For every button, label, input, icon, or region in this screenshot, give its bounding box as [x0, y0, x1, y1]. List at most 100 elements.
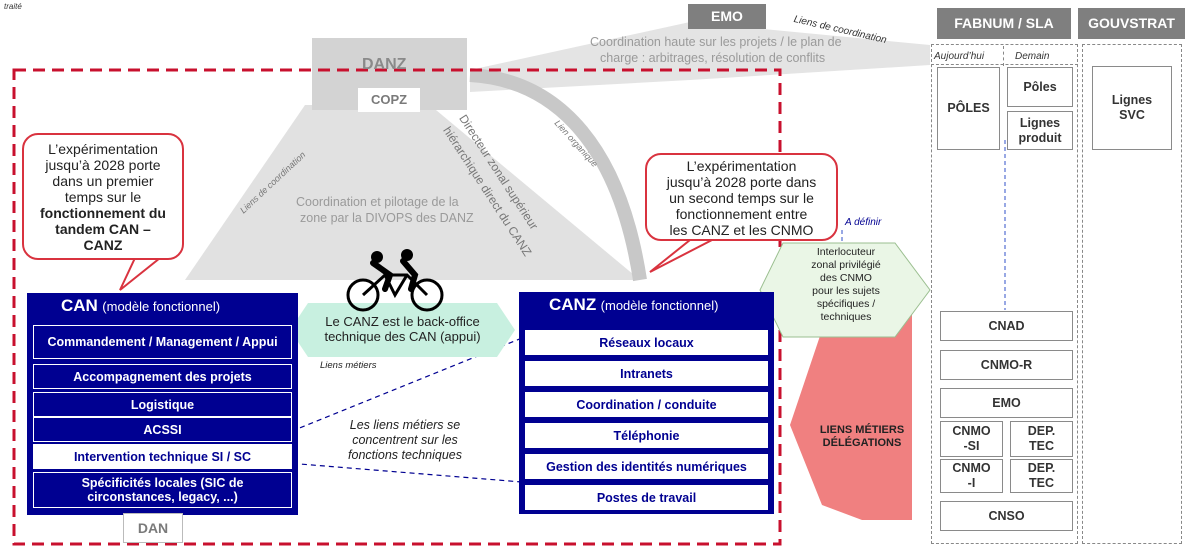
experimentation-frame	[12, 68, 782, 546]
liens-metiers-line-2	[274, 461, 523, 483]
interlocuteur-line-6: techniques	[820, 311, 872, 323]
tandem-bicycle-icon	[346, 249, 444, 312]
coord-pilotage-line-2: zone par la DIVOPS des DANZ	[300, 211, 474, 225]
can-item-specificites: Spécificités locales (SIC de circonstanc…	[33, 472, 292, 508]
callout-right-line-5: les CANZ et les CNMO	[669, 222, 814, 238]
lignes-produit-line-2: produit	[1018, 130, 1062, 145]
cnmo-r-box: CNMO-R	[940, 350, 1073, 380]
delegations-text: LIENS MÉTIERS DÉLÉGATIONS	[808, 424, 916, 450]
coord-haute-line-1: Coordination haute sur les projets / le …	[590, 35, 842, 49]
coord-haute-line-2: charge : arbitrages, résolution de confl…	[600, 51, 826, 65]
cnmo-si-box: CNMO -SI	[940, 421, 1003, 457]
back-office-line-2: technique des CAN (appui)	[324, 329, 481, 344]
aujourdhui-label: Aujourd’hui	[934, 51, 985, 62]
concentrent-line-2: concentrent sur les	[352, 433, 458, 447]
canz-item-identites: Gestion des identités numériques	[525, 454, 768, 479]
interlocuteur-line-2: zonal privilégié	[811, 259, 881, 271]
interlocuteur-hexagon	[759, 242, 931, 338]
cnmo-si-line-2: -SI	[963, 439, 980, 453]
dep-tec-1-line-2: TEC	[1029, 439, 1054, 453]
concentrent-line-1: Les liens métiers se	[349, 418, 461, 432]
fabnum-header: FABNUM / SLA	[937, 8, 1071, 39]
cnmo-i-line-2: -I	[967, 476, 976, 490]
dan-box: DAN	[123, 513, 183, 543]
canz-item-reseaux: Réseaux locaux	[525, 330, 768, 355]
interlocuteur-line-5: spécifiques /	[816, 298, 876, 310]
can-item-commandement: Commandement / Management / Appui	[33, 325, 292, 359]
delegations-shape	[790, 315, 912, 520]
callout-left-bold-1: fonctionnement du	[40, 205, 166, 221]
can-item-specificites-line-1: Spécificités locales (SIC de	[81, 476, 244, 490]
danz-title: DANZ	[362, 56, 407, 73]
can-item-specificites-line-2: circonstances, legacy, ...)	[87, 490, 238, 504]
danz-triangle	[185, 105, 640, 280]
back-office-hexagon	[290, 303, 515, 357]
interlocuteur-text: Interlocuteur zonal privilégié des CNMO …	[790, 246, 902, 324]
cnad-box: CNAD	[940, 311, 1073, 341]
emo-box: EMO	[940, 388, 1073, 418]
canz-item-telephonie: Téléphonie	[525, 423, 768, 448]
dep-tec-2-box: DEP. TEC	[1010, 459, 1073, 493]
canz-item-coordination: Coordination / conduite	[525, 392, 768, 417]
lignes-svc-line-2: SVC	[1119, 108, 1145, 122]
liens-metiers-label: Liens métiers	[320, 360, 377, 371]
fabnum-sub-line	[931, 64, 1078, 65]
cnmo-i-line-1: CNMO	[952, 461, 991, 475]
callout-left-bold-3: CANZ	[83, 237, 123, 253]
lignes-svc-box: Lignes SVC	[1092, 66, 1172, 150]
copz-box: COPZ	[358, 88, 420, 112]
cnso-box: CNSO	[940, 501, 1073, 531]
fabnum-column	[931, 44, 1078, 544]
callout-right-line-4: fonctionnement entre	[675, 206, 808, 222]
canz-item-intranets: Intranets	[525, 361, 768, 386]
interlocuteur-line-1: Interlocuteur	[816, 246, 876, 258]
can-item-intervention: Intervention technique SI / SC	[33, 444, 292, 469]
fabnum-split	[1003, 46, 1004, 66]
callout-right-line-1: L’expérimentation	[686, 158, 797, 174]
canz-title: CANZ (modèle fonctionnel)	[549, 295, 718, 315]
interlocuteur-line-3: des CNMO	[820, 272, 872, 284]
can-item-logistique: Logistique	[33, 392, 292, 417]
can-title: CAN (modèle fonctionnel)	[61, 296, 220, 316]
delegations-line-1: LIENS MÉTIERS	[819, 424, 905, 436]
callout-left-line-4: temps sur le	[64, 189, 142, 205]
can-item-acssi: ACSSI	[33, 417, 292, 442]
callout-right: L’expérimentation jusqu’à 2028 porte dan…	[645, 153, 838, 241]
gouvstrat-column	[1082, 44, 1182, 544]
liens-metiers-concentrent: Les liens métiers se concentrent sur les…	[325, 418, 485, 463]
back-office-text: Le CANZ est le back-office technique des…	[300, 314, 505, 344]
callout-left-line-1: L’expérimentation	[48, 141, 158, 157]
can-title-main: CAN	[61, 296, 98, 315]
can-subtitle: (modèle fonctionnel)	[102, 299, 221, 314]
back-office-line-1: Le CANZ est le back-office	[325, 314, 480, 329]
gouvstrat-header: GOUVSTRAT	[1078, 8, 1185, 39]
corner-text: traité	[4, 2, 22, 11]
poles-small-box: Pôles	[1007, 67, 1073, 107]
lignes-produit-box: Lignes produit	[1007, 111, 1073, 150]
can-item-accompagnement: Accompagnement des projets	[33, 364, 292, 389]
canz-block: CANZ (modèle fonctionnel) Réseaux locaux…	[519, 292, 774, 514]
lignes-produit-line-1: Lignes	[1019, 115, 1061, 130]
canz-item-postes: Postes de travail	[525, 485, 768, 510]
dep-tec-2-line-1: DEP.	[1027, 461, 1056, 475]
delegations-line-2: DÉLÉGATIONS	[822, 437, 902, 449]
callout-left-line-2: jusqu’à 2028 porte	[45, 157, 161, 173]
cnmo-i-box: CNMO -I	[940, 459, 1003, 493]
coord-haute-band	[470, 22, 930, 92]
canz-title-main: CANZ	[549, 295, 597, 314]
callout-left: L’expérimentation jusqu’à 2028 porte dan…	[22, 133, 184, 260]
callout-right-line-2: jusqu’à 2028 porte dans	[666, 174, 817, 190]
demain-label: Demain	[1015, 51, 1050, 62]
poles-box: PÔLES	[937, 67, 1000, 150]
callout-left-line-3: dans un premier	[52, 173, 154, 189]
concentrent-line-3: fonctions techniques	[348, 448, 462, 462]
cnmo-si-line-1: CNMO	[952, 424, 991, 438]
dep-tec-1-box: DEP. TEC	[1010, 421, 1073, 457]
a-definir-label: A définir	[845, 217, 882, 228]
interlocuteur-line-4: pour les sujets	[812, 285, 880, 297]
callout-right-line-3: un second temps sur le	[669, 190, 814, 206]
canz-subtitle: (modèle fonctionnel)	[600, 298, 719, 313]
dep-tec-2-line-2: TEC	[1029, 476, 1054, 490]
lignes-svc-line-1: Lignes	[1111, 93, 1153, 107]
